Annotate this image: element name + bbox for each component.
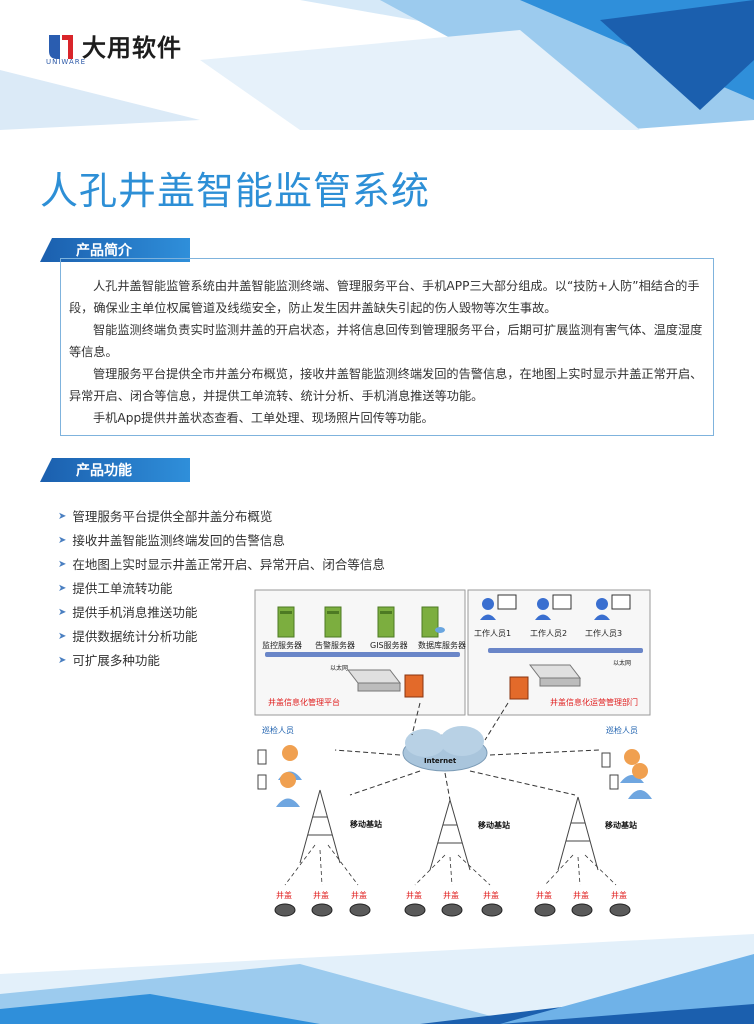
station-label: 移动基站 [350,819,382,829]
manhole-cover-icon [481,903,503,917]
worker-label: 工作人员3 [585,628,622,638]
bottom-decoration [0,934,754,1024]
server-label: 监控服务器 [262,640,302,650]
server-label: GIS服务器 [370,640,408,650]
intro-paragraph: 管理服务平台提供全市井盖分布概览，接收井盖智能监测终端发回的告警信息，在地图上实… [69,367,703,403]
cover-label: 井盖 [483,890,499,900]
server-icon [277,606,295,638]
worker-label: 工作人员1 [474,628,511,638]
cover-label: 井盖 [276,890,292,900]
tower-icon [557,796,599,871]
network-diagram: 监控服务器 告警服务器 GIS服务器 数据库服务器 以太网 井盖信息化管理平台 … [254,589,652,917]
worker-icon [594,594,631,620]
cover-label: 井盖 [406,890,422,900]
tower-icon [299,789,341,864]
list-item: ➤ 提供数据统计分析功能 [58,625,385,649]
feature-text: 提供手机消息推送功能 [72,605,198,620]
list-item: ➤ 管理服务平台提供全部井盖分布概览 [58,505,385,529]
feature-text: 提供工单流转功能 [72,581,173,596]
cover-label: 井盖 [611,890,627,900]
arrow-icon: ➤ [58,607,67,618]
patrol-label: 巡检人员 [262,725,294,735]
patrol-person-icon [609,763,652,799]
top-decoration [0,0,754,130]
station-label: 移动基站 [478,820,510,830]
patrol-person-icon [601,749,644,783]
department-label: 井盖信息化运营管理部门 [550,697,638,707]
feature-text: 在地图上实时显示井盖正常开启、异常开启、闭合等信息 [72,557,385,572]
arrow-icon: ➤ [58,559,67,570]
firewall-icon [509,676,529,700]
arrow-icon: ➤ [58,655,67,666]
firewall-icon [404,674,424,698]
ethernet-label: 以太网 [613,659,631,667]
wireless-link [284,844,617,886]
feature-text: 可扩展多种功能 [72,653,160,668]
manhole-cover-icon [404,903,426,917]
list-item: ➤ 在地图上实时显示井盖正常开启、异常开启、闭合等信息 [58,553,385,577]
internet-label: Internet [424,757,457,765]
manhole-cover-icon [441,903,463,917]
features-heading-label: 产品功能 [76,463,132,479]
server-icon [324,606,342,638]
intro-paragraph: 智能监测终端负责实时监测井盖的开启状态，并将信息回传到管理服务平台，后期可扩展监… [69,323,703,359]
server-label: 告警服务器 [315,640,355,650]
cover-group: 井盖 井盖 井盖 井盖 井盖 井盖 井盖 井盖 井盖 [274,890,631,917]
feature-text: 接收井盖智能监测终端发回的告警信息 [72,533,285,548]
heading-bar [40,458,190,482]
manhole-cover-icon [609,903,631,917]
arrow-icon: ➤ [58,511,67,522]
server-label: 数据库服务器 [418,640,466,650]
manhole-cover-icon [349,903,371,917]
patrol-label: 巡检人员 [606,725,638,735]
ethernet-label: 以太网 [330,664,348,672]
cover-label: 井盖 [536,890,552,900]
patrol-person-icon [257,772,300,807]
feature-text: 管理服务平台提供全部井盖分布概览 [72,509,273,524]
worker-icon [535,594,572,620]
station-label: 移动基站 [605,820,637,830]
feature-list: ➤ 管理服务平台提供全部井盖分布概览 ➤ 接收井盖智能监测终端发回的告警信息 ➤ 在地… [58,505,385,673]
ethernet-bar [265,652,460,657]
manhole-cover-icon [534,903,556,917]
arrow-icon: ➤ [58,631,67,642]
intro-box: 人孔井盖智能监管系统由井盖智能监测终端、管理服务平台、手机APP三大部分组成。以… [60,258,714,436]
list-item: ➤ 提供手机消息推送功能 [58,601,385,625]
manhole-cover-icon [311,903,333,917]
database-server-icon [421,606,445,638]
cover-label: 井盖 [573,890,589,900]
feature-text: 提供数据统计分析功能 [72,629,198,644]
manhole-cover-icon [571,903,593,917]
brand-name: 大用软件 [82,34,182,62]
arrow-icon: ➤ [58,535,67,546]
cover-label: 井盖 [443,890,459,900]
intro-paragraph: 人孔井盖智能监管系统由井盖智能监测终端、管理服务平台、手机APP三大部分组成。以… [69,279,700,315]
worker-label: 工作人员2 [530,628,567,638]
brand-sub: UNIWARE [46,58,87,66]
brand-logo: 大用软件 [46,28,182,63]
server-icon [377,606,395,638]
manhole-cover-icon [274,903,296,917]
worker-icon [480,594,517,620]
tower-icon [429,799,471,871]
wireless-link [334,702,601,801]
arrow-icon: ➤ [58,583,67,594]
list-item: ➤ 可扩展多种功能 [58,649,385,673]
switch-icon [346,669,402,692]
cover-label: 井盖 [351,890,367,900]
features-heading: 产品功能 [40,458,190,482]
list-item: ➤ 提供工单流转功能 [58,577,385,601]
internet-cloud-icon [402,726,488,772]
cover-label: 井盖 [313,890,329,900]
switch-icon [528,664,582,687]
logo-mark-icon [49,34,73,59]
list-item: ➤ 接收井盖智能监测终端发回的告警信息 [58,529,385,553]
ethernet-bar [488,648,643,653]
intro-paragraph: 手机App提供井盖状态查看、工单处理、现场照片回传等功能。 [93,411,434,425]
intro-heading-label: 产品简介 [76,243,132,259]
page-title: 人孔井盖智能监管系统 [40,169,431,213]
platform-label: 井盖信息化管理平台 [268,697,340,707]
